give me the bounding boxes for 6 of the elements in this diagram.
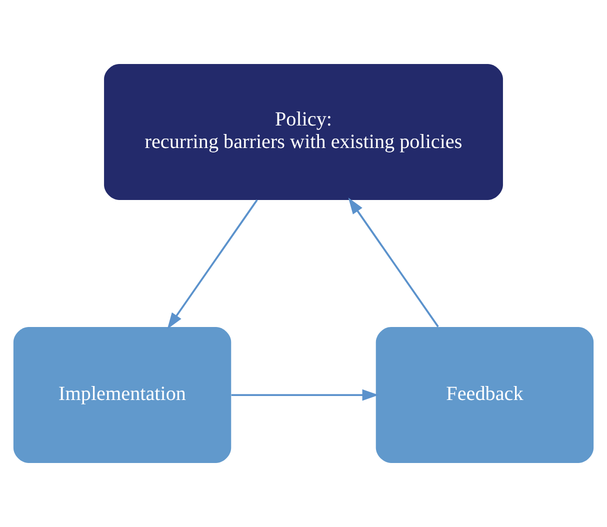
arrow [167, 199, 258, 330]
node-box: Implementation [13, 327, 232, 463]
arrow [231, 389, 379, 401]
arrow [348, 198, 439, 328]
node-box: Policy: recurring barriers with existing policies [104, 64, 503, 200]
node-box: Feedback [376, 327, 594, 463]
